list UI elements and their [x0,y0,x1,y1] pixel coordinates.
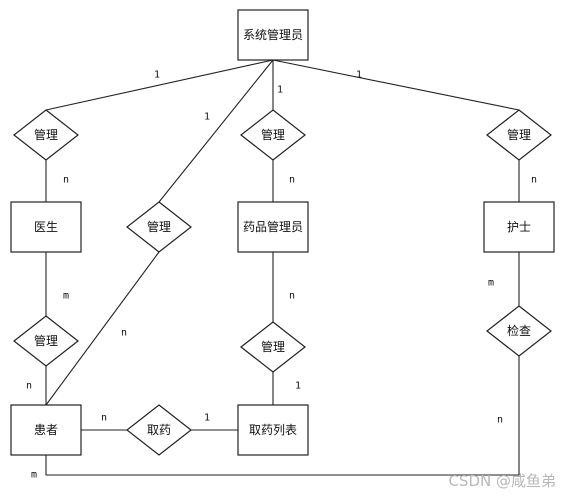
line-admin-manage-nurse [272,59,520,111]
card-doctor-m: m [63,291,69,302]
entity-admin-label: 系统管理员 [243,27,303,42]
watermark: CSDN @咸鱼弟 [448,472,556,490]
entity-patient-label: 患者 [34,423,58,437]
line-admin-manage-doctor [45,59,274,111]
card-patient-n-fetch: n [101,413,107,424]
rel-fetch-med: 取药 [126,404,192,456]
rel-pharmacist-manage-list-label: 管理 [261,339,285,354]
entity-med-list: 取药列表 [237,404,309,456]
card-admin-pharmacist: 1 [277,85,283,96]
card-doctor-manage: n [63,175,69,186]
connector-lines [45,59,520,476]
rel-manage-doctor: 管理 [13,109,79,161]
line-check-patient [45,356,520,476]
rel-doctor-manage-patient-label: 管理 [34,333,58,348]
rel-pharmacist-manage-list: 管理 [240,321,306,373]
card-patient-n-doctor: n [26,381,32,392]
entity-doctor: 医生 [10,201,82,253]
card-list-1-pharm: 1 [295,381,301,392]
card-list-1-fetch: 1 [204,413,210,424]
entity-nurse: 护士 [483,201,555,253]
rel-manage-nurse-label: 管理 [507,127,531,142]
rel-manage-nurse: 管理 [486,109,552,161]
card-patient-m-check: m [31,470,37,481]
entity-admin: 系统管理员 [237,9,309,61]
entity-patient: 患者 [10,404,82,456]
rel-manage-pharmacist-label: 管理 [261,127,285,142]
entity-pharmacist: 药品管理员 [237,201,309,253]
card-admin-nurse: 1 [356,70,362,81]
card-nurse-manage: n [531,175,537,186]
card-patient-n-check: n [497,415,503,426]
rel-manage-patient: 管理 [126,201,192,253]
rel-manage-pharmacist: 管理 [240,109,306,161]
entity-med-list-label: 取药列表 [249,423,297,437]
rel-manage-patient-label: 管理 [147,219,171,234]
line-admin-manage-patient [158,59,274,203]
card-patient-n-admin: n [121,328,127,339]
rel-manage-doctor-label: 管理 [34,127,58,142]
entity-pharmacist-label: 药品管理员 [243,219,303,234]
entity-nurse-label: 护士 [507,220,531,234]
line-manage-patient [45,251,160,406]
card-pharmacist-n: n [289,291,295,302]
card-admin-patient: 1 [204,112,210,123]
rel-doctor-manage-patient: 管理 [13,315,79,367]
card-pharmacist-manage: n [289,175,295,186]
rel-check: 检查 [486,305,552,357]
rel-fetch-med-label: 取药 [147,423,171,437]
rel-check-label: 检查 [507,323,531,338]
cardinality-labels: 1 1 1 1 n n n m n n n 1 n 1 m n m [26,70,537,481]
entity-doctor-label: 医生 [34,220,58,234]
card-admin-doctor: 1 [154,70,160,81]
card-nurse-m: m [488,278,494,289]
